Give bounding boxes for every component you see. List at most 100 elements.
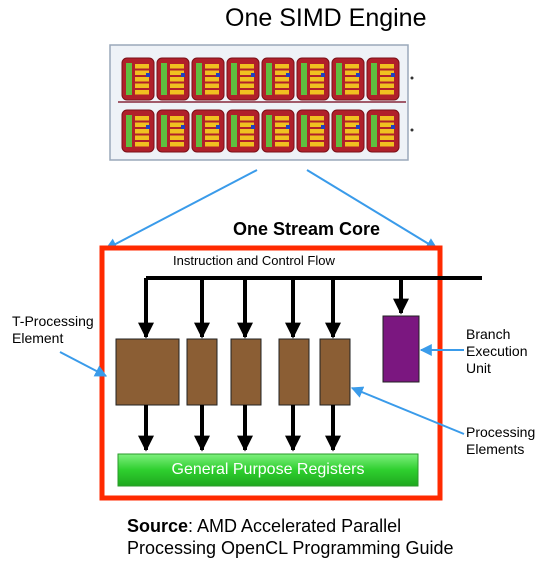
- source-line-1: Source: AMD Accelerated Parallel: [127, 515, 454, 537]
- t-processing-label: T-Processing Element: [12, 313, 94, 347]
- processing-element: [319, 338, 351, 406]
- simd-engine-title: One SIMD Engine: [225, 4, 427, 32]
- tile-yellow-unit: [310, 122, 324, 127]
- simd-stream-core-tile: [156, 57, 190, 101]
- tile-yellow-unit: [240, 142, 254, 147]
- tile-green-unit: [371, 63, 377, 95]
- tile-yellow-unit: [240, 122, 254, 127]
- simd-stream-core-tile: [121, 109, 155, 153]
- source-citation: Source: AMD Accelerated Parallel Process…: [127, 515, 454, 559]
- register-arrows: [138, 405, 341, 452]
- tile-yellow-unit: [240, 135, 254, 140]
- tile-yellow-unit: [275, 135, 289, 140]
- tile-yellow-unit: [310, 70, 324, 75]
- tile-yellow-unit: [275, 90, 289, 95]
- tile-green-unit: [161, 63, 167, 95]
- tile-yellow-unit: [275, 77, 289, 82]
- tile-yellow-unit: [380, 116, 394, 121]
- tile-blue-unit: [216, 125, 220, 129]
- t-processing-element: [115, 338, 180, 406]
- simd-stream-core-tile: [296, 57, 330, 101]
- instruction-flow-label: Instruction and Control Flow: [173, 253, 335, 268]
- simd-stream-core-tile: [261, 57, 295, 101]
- tile-blue-unit: [286, 73, 290, 77]
- t-processing-pointer: [59, 351, 108, 377]
- tile-yellow-unit: [345, 129, 359, 134]
- branch-execution-unit: [382, 315, 420, 383]
- tile-yellow-unit: [135, 77, 149, 82]
- tile-yellow-unit: [170, 90, 184, 95]
- source-line-2: Processing OpenCL Programming Guide: [127, 538, 454, 558]
- tile-blue-unit: [181, 125, 185, 129]
- tile-green-unit: [266, 115, 272, 147]
- tile-yellow-unit: [310, 90, 324, 95]
- tile-yellow-unit: [345, 116, 359, 121]
- tile-yellow-unit: [275, 129, 289, 134]
- tile-yellow-unit: [345, 90, 359, 95]
- tile-yellow-unit: [380, 64, 394, 69]
- branch-label-line: Branch: [466, 326, 511, 342]
- tile-yellow-unit: [345, 135, 359, 140]
- tile-yellow-unit: [205, 142, 219, 147]
- tile-yellow-unit: [170, 77, 184, 82]
- tile-green-unit: [336, 63, 342, 95]
- tile-yellow-unit: [135, 142, 149, 147]
- tile-yellow-unit: [310, 142, 324, 147]
- tile-yellow-unit: [170, 116, 184, 121]
- processing-label-line: Processing: [466, 424, 536, 440]
- tile-yellow-unit: [275, 64, 289, 69]
- tile-green-unit: [301, 115, 307, 147]
- tile-blue-unit: [391, 125, 395, 129]
- tile-green-unit: [371, 115, 377, 147]
- tile-yellow-unit: [380, 129, 394, 134]
- simd-port-dot: [410, 128, 414, 132]
- tile-yellow-unit: [275, 122, 289, 127]
- tile-yellow-unit: [205, 135, 219, 140]
- tile-yellow-unit: [310, 83, 324, 88]
- tile-blue-unit: [216, 73, 220, 77]
- source-label: Source: [127, 516, 189, 536]
- tile-yellow-unit: [240, 64, 254, 69]
- processing-element: [230, 338, 262, 406]
- tile-yellow-unit: [135, 83, 149, 88]
- tile-yellow-unit: [135, 129, 149, 134]
- tile-yellow-unit: [275, 142, 289, 147]
- tile-yellow-unit: [205, 70, 219, 75]
- simd-stream-core-tile: [156, 109, 190, 153]
- tile-yellow-unit: [135, 70, 149, 75]
- simd-stream-core-tile: [191, 57, 225, 101]
- tile-green-unit: [266, 63, 272, 95]
- tile-yellow-unit: [310, 64, 324, 69]
- tile-yellow-unit: [275, 116, 289, 121]
- tile-yellow-unit: [380, 70, 394, 75]
- tile-yellow-unit: [170, 135, 184, 140]
- tile-yellow-unit: [310, 77, 324, 82]
- processing-element: [278, 338, 310, 406]
- tile-blue-unit: [181, 73, 185, 77]
- tile-yellow-unit: [275, 70, 289, 75]
- tile-yellow-unit: [240, 129, 254, 134]
- tile-yellow-unit: [205, 64, 219, 69]
- tile-yellow-unit: [205, 90, 219, 95]
- tile-green-unit: [231, 63, 237, 95]
- tile-yellow-unit: [170, 64, 184, 69]
- tile-yellow-unit: [170, 83, 184, 88]
- tile-green-unit: [196, 63, 202, 95]
- tile-yellow-unit: [310, 116, 324, 121]
- tile-yellow-unit: [135, 64, 149, 69]
- tile-yellow-unit: [380, 142, 394, 147]
- tile-yellow-unit: [275, 83, 289, 88]
- t-processing-label-line: T-Processing: [12, 313, 94, 329]
- simd-stream-core-tile: [296, 109, 330, 153]
- tile-yellow-unit: [345, 142, 359, 147]
- tile-yellow-unit: [240, 70, 254, 75]
- tile-yellow-unit: [205, 77, 219, 82]
- tile-blue-unit: [251, 73, 255, 77]
- simd-stream-core-tile: [331, 109, 365, 153]
- tile-yellow-unit: [170, 70, 184, 75]
- tile-green-unit: [126, 63, 132, 95]
- tile-yellow-unit: [205, 129, 219, 134]
- tile-yellow-unit: [240, 116, 254, 121]
- tile-yellow-unit: [310, 135, 324, 140]
